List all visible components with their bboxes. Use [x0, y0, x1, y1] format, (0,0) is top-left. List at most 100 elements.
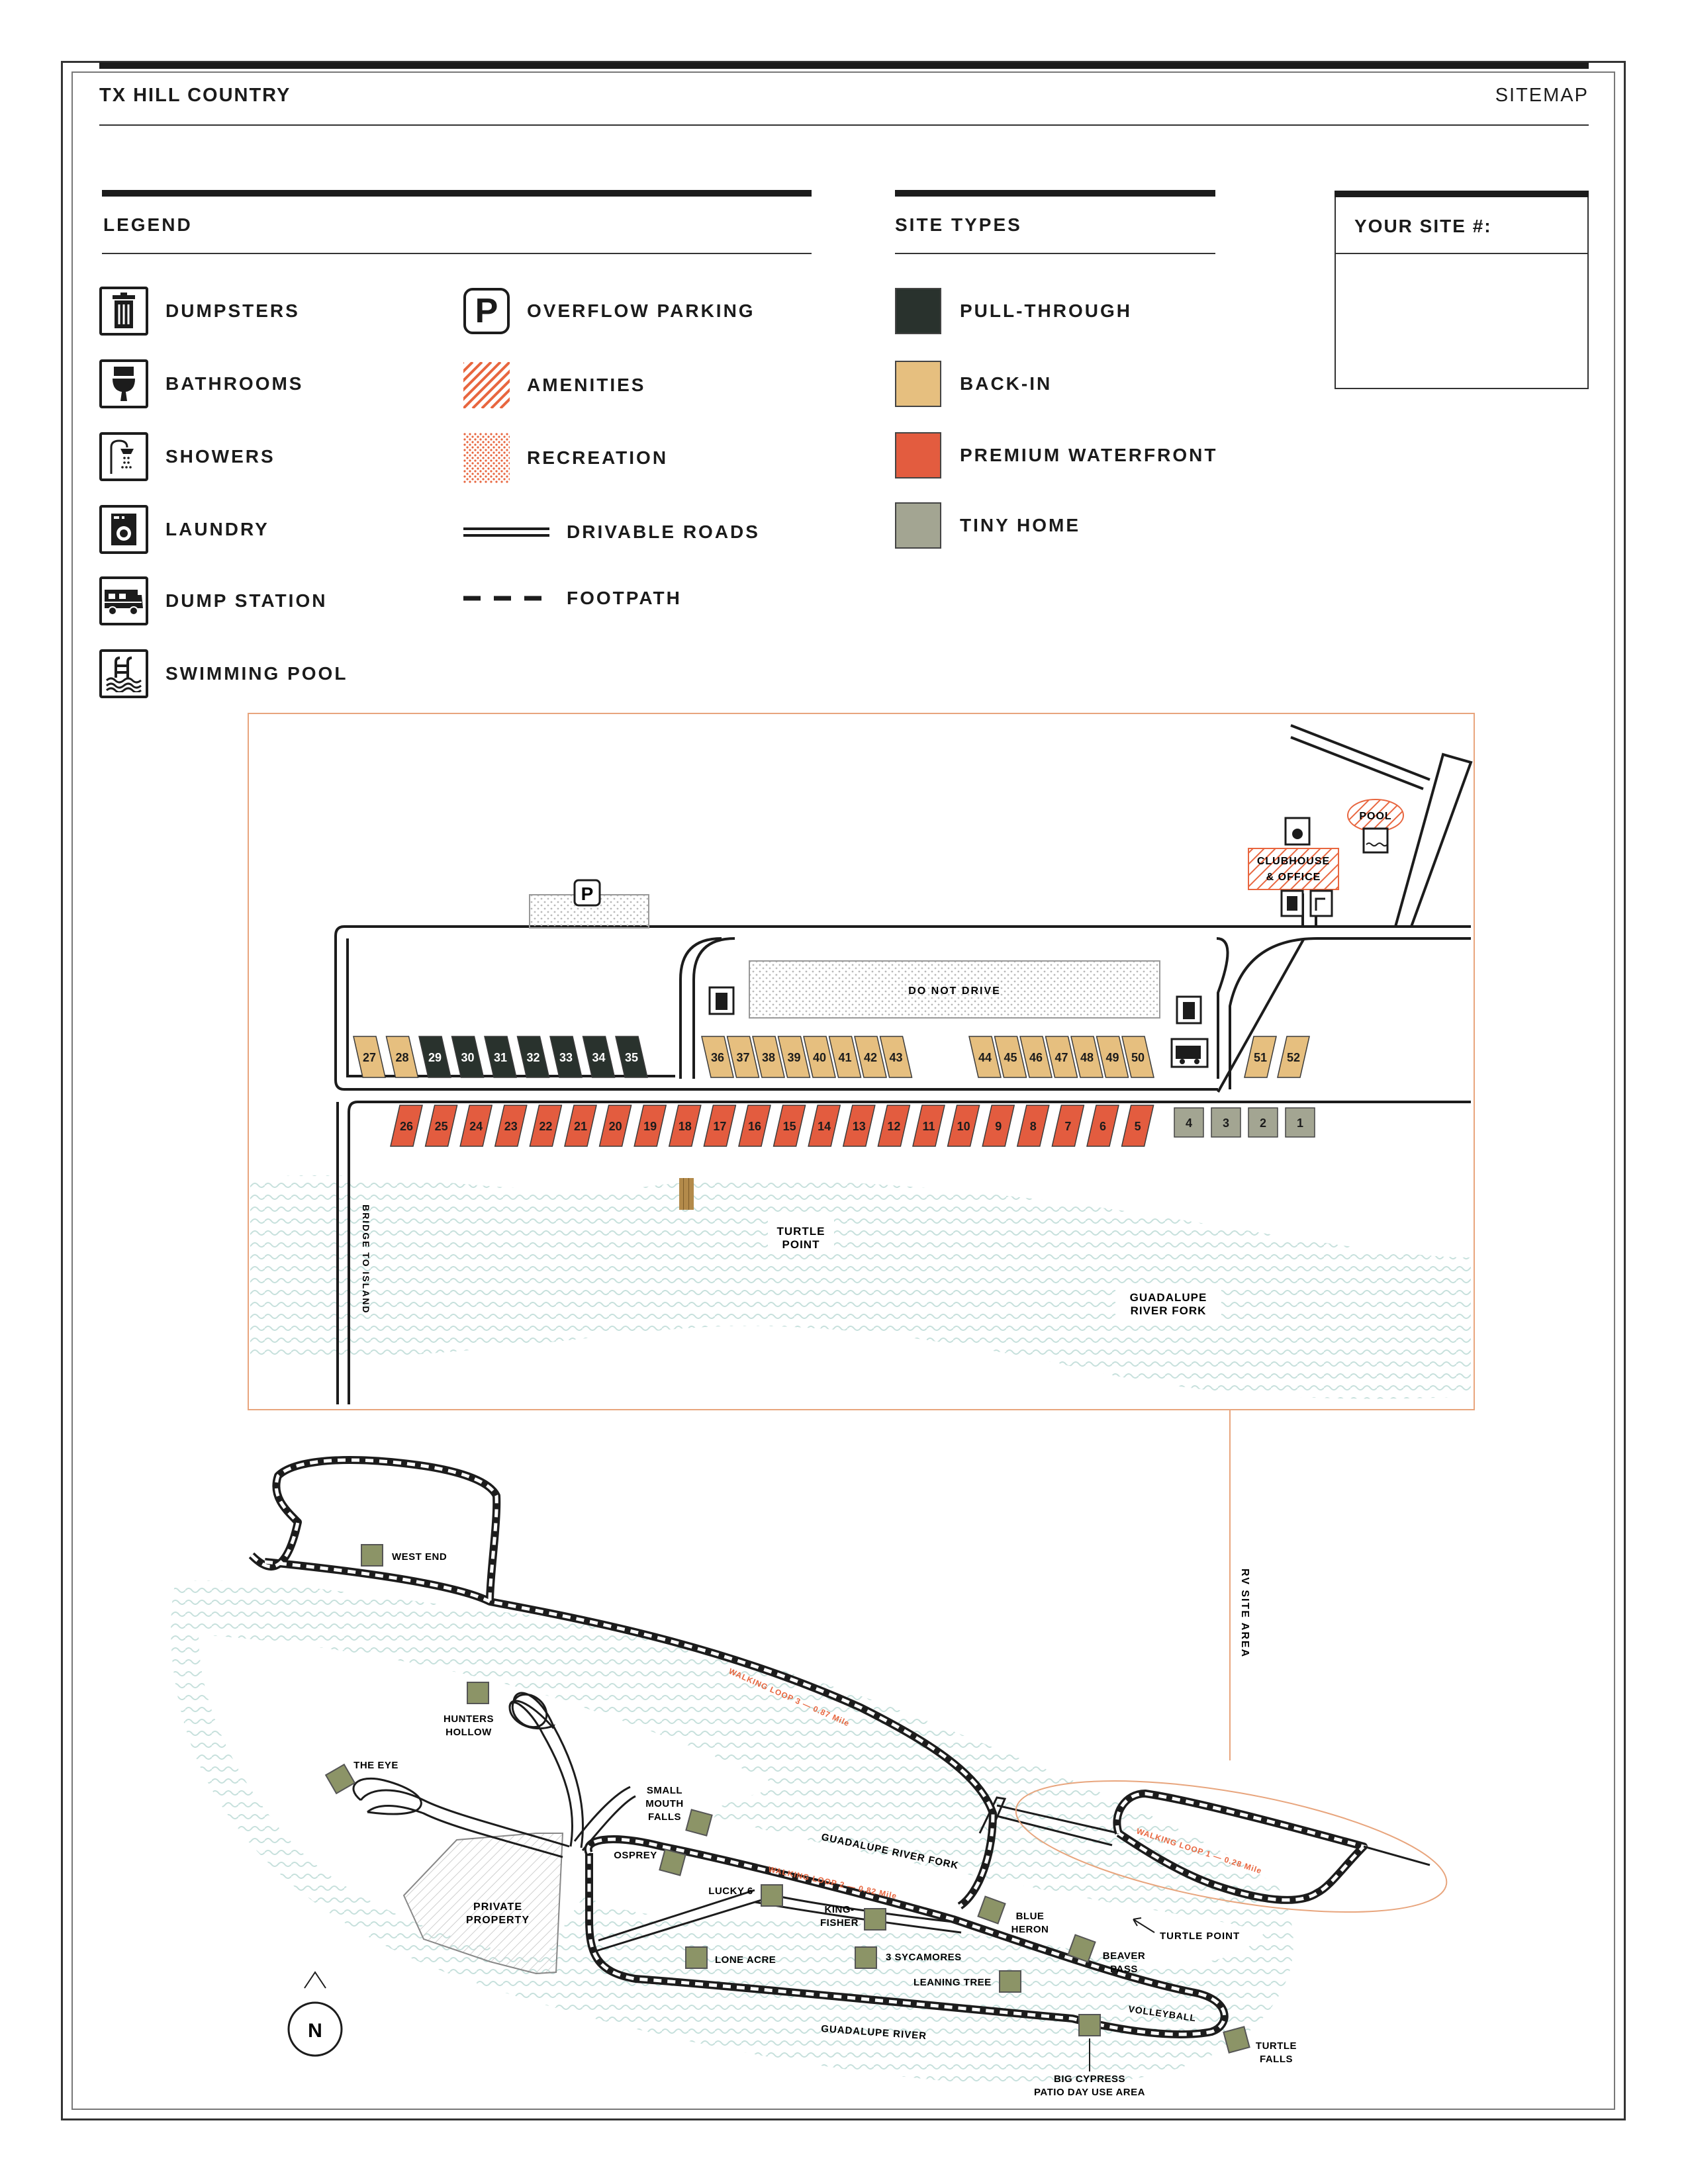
site-27[interactable]: 27 — [353, 1036, 386, 1078]
site-number: 21 — [574, 1120, 587, 1133]
cabin — [685, 1946, 708, 1969]
site-number: 14 — [818, 1120, 831, 1133]
site-number: 50 — [1131, 1051, 1145, 1064]
site-49[interactable]: 49 — [1096, 1036, 1129, 1078]
site-types-rule — [895, 253, 1215, 254]
site-38[interactable]: 38 — [752, 1036, 785, 1078]
cabin — [855, 1946, 877, 1969]
site-30[interactable]: 30 — [451, 1036, 485, 1078]
site-9[interactable]: 9 — [982, 1105, 1015, 1147]
place-label: LEANING TREE — [914, 1977, 992, 1988]
legend-item-footpath: FOOTPATH — [463, 572, 682, 625]
site-52[interactable]: 52 — [1277, 1036, 1310, 1078]
site-19[interactable]: 19 — [633, 1105, 667, 1147]
site-number: 48 — [1080, 1051, 1094, 1064]
cabin — [1067, 1934, 1096, 1963]
site-number: 20 — [609, 1120, 622, 1133]
site-12[interactable]: 12 — [877, 1105, 911, 1147]
cabin — [1078, 2014, 1101, 2036]
site-39[interactable]: 39 — [777, 1036, 811, 1078]
site-41[interactable]: 41 — [828, 1036, 862, 1078]
legend-label: BATHROOMS — [165, 373, 304, 394]
site-26[interactable]: 26 — [390, 1105, 423, 1147]
site-46[interactable]: 46 — [1019, 1036, 1053, 1078]
hunters-loop — [508, 1700, 555, 1730]
place-label: BIG CYPRESS — [1054, 2073, 1125, 2085]
site-22[interactable]: 22 — [529, 1105, 563, 1147]
site-40[interactable]: 40 — [803, 1036, 836, 1078]
cabin — [685, 1809, 713, 1837]
site-number: 49 — [1105, 1051, 1119, 1064]
tiny-home-4[interactable]: 4 — [1174, 1107, 1204, 1138]
site-32[interactable]: 32 — [516, 1036, 550, 1078]
rv-icon — [99, 576, 148, 625]
dumpster-icon — [708, 986, 735, 1015]
site-15[interactable]: 15 — [773, 1105, 806, 1147]
place-label: HOLLOW — [445, 1727, 492, 1738]
site-29[interactable]: 29 — [418, 1036, 451, 1078]
site-type-back-in: BACK-IN — [895, 357, 1052, 410]
site-number: 12 — [887, 1120, 900, 1133]
site-20[interactable]: 20 — [598, 1105, 632, 1147]
place-label: PASS — [1110, 1964, 1138, 1975]
tiny-home-1[interactable]: 1 — [1285, 1107, 1315, 1138]
site-28[interactable]: 28 — [385, 1036, 419, 1078]
site-10[interactable]: 10 — [947, 1105, 980, 1147]
site-45[interactable]: 45 — [994, 1036, 1027, 1078]
site-48[interactable]: 48 — [1070, 1036, 1103, 1078]
tiny-home-3[interactable]: 3 — [1211, 1107, 1241, 1138]
bridge-label: BRIDGE TO ISLAND — [361, 1205, 371, 1314]
river-fork-label-bg — [1115, 1287, 1221, 1322]
site-8[interactable]: 8 — [1016, 1105, 1050, 1147]
site-33[interactable]: 33 — [549, 1036, 583, 1078]
site-21[interactable]: 21 — [564, 1105, 597, 1147]
site-13[interactable]: 13 — [842, 1105, 876, 1147]
site-35[interactable]: 35 — [615, 1036, 648, 1078]
river-rv — [250, 1175, 1471, 1399]
site-44[interactable]: 44 — [968, 1036, 1002, 1078]
hatch-pattern-icon — [463, 362, 510, 408]
site-17[interactable]: 17 — [703, 1105, 737, 1147]
site-42[interactable]: 42 — [854, 1036, 887, 1078]
parking-icon: P — [463, 288, 510, 334]
site-18[interactable]: 18 — [668, 1105, 702, 1147]
site-number: 22 — [539, 1120, 552, 1133]
site-number: 23 — [504, 1120, 518, 1133]
site-number: 43 — [889, 1051, 902, 1064]
site-number: 30 — [461, 1051, 474, 1064]
place-label: THE EYE — [353, 1760, 399, 1771]
place-label: WEST END — [392, 1551, 447, 1563]
site-7[interactable]: 7 — [1051, 1105, 1085, 1147]
legend-label: SWIMMING POOL — [165, 663, 348, 684]
site-31[interactable]: 31 — [484, 1036, 517, 1078]
parking-symbol: P — [581, 884, 594, 904]
site-36[interactable]: 36 — [701, 1036, 734, 1078]
site-number: 52 — [1287, 1051, 1300, 1064]
legend-item-overflow-parking: P OVERFLOW PARKING — [463, 285, 755, 338]
site-25[interactable]: 25 — [424, 1105, 458, 1147]
site-23[interactable]: 23 — [494, 1105, 528, 1147]
site-37[interactable]: 37 — [726, 1036, 760, 1078]
site-50[interactable]: 50 — [1121, 1036, 1154, 1078]
site-47[interactable]: 47 — [1045, 1036, 1078, 1078]
site-number: 13 — [853, 1120, 866, 1133]
header-rule — [99, 124, 1589, 126]
site-34[interactable]: 34 — [582, 1036, 616, 1078]
tiny-home-2[interactable]: 2 — [1248, 1107, 1278, 1138]
site-14[interactable]: 14 — [808, 1105, 841, 1147]
site-6[interactable]: 6 — [1086, 1105, 1119, 1147]
site-51[interactable]: 51 — [1244, 1036, 1277, 1078]
site-24[interactable]: 24 — [459, 1105, 493, 1147]
site-43[interactable]: 43 — [879, 1036, 913, 1078]
site-11[interactable]: 11 — [912, 1105, 945, 1147]
site-16[interactable]: 16 — [738, 1105, 771, 1147]
site-5[interactable]: 5 — [1121, 1105, 1154, 1147]
site-number: 32 — [526, 1051, 539, 1064]
page-frame-inner — [71, 71, 1615, 2110]
legend-label: RECREATION — [527, 447, 669, 468]
dumpster-icon — [99, 287, 148, 336]
place-label: LUCKY 6 — [708, 1886, 753, 1897]
